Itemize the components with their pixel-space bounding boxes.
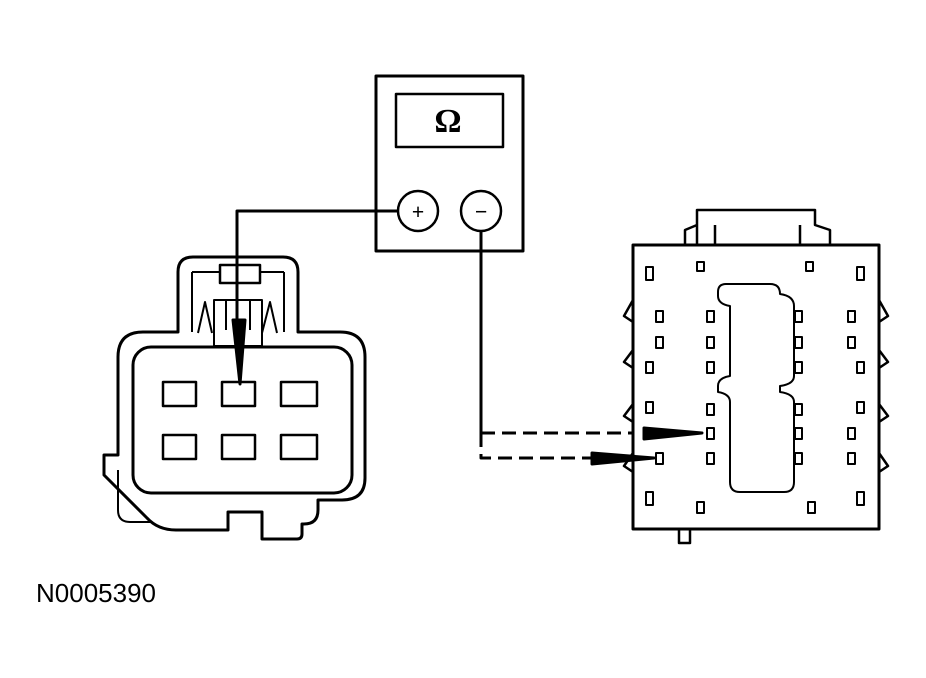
probe-icon xyxy=(590,426,704,466)
negative-lead-dashed-2 xyxy=(479,433,596,460)
figure-id: N0005390 xyxy=(36,578,156,608)
module-connector-icon xyxy=(622,208,890,545)
ohmmeter-icon xyxy=(374,74,525,253)
probe-icon xyxy=(231,318,247,386)
connector-icon xyxy=(102,255,367,541)
meter-plus-label: + xyxy=(412,199,425,224)
positive-lead xyxy=(235,209,398,320)
meter-minus-label: − xyxy=(475,199,488,224)
meter-display-symbol: Ω xyxy=(434,103,461,140)
